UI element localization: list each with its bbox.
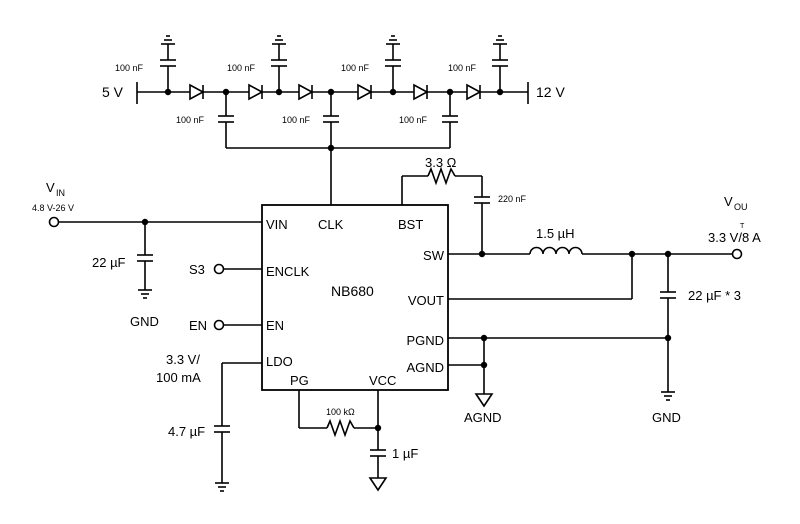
cap-bottom-2-label: 100 nF [282,115,311,125]
cap-top-1-label: 100 nF [115,63,144,73]
cap-top-3-label: 100 nF [341,63,370,73]
pin-pg: PG [290,373,309,388]
input-network: V IN 4.8 V-26 V 22 µF GND S3 EN 3.3 V/ 1… [32,180,262,492]
cap-bottom-2 [323,92,339,148]
vout-terminal [731,248,743,260]
pin-vin: VIN [266,217,288,232]
vout-spec: 3.3 V/8 A [708,230,761,245]
agnd-label: AGND [464,410,502,425]
cap-out-label: 22 µF * 3 [688,288,741,303]
ic-name: NB680 [331,283,374,299]
diode-6 [466,83,482,101]
diode-3 [298,83,314,101]
rail-12v-label: 12 V [536,84,565,100]
cap-bottom-3 [442,92,458,148]
s3-terminal [213,263,225,275]
gnd-right-label: GND [652,410,681,425]
en-terminal [213,319,225,331]
cap-top-3 [385,35,401,92]
cap-bst-label: 220 nF [498,194,527,204]
gnd-left-label: GND [130,314,159,329]
diode-5 [413,83,429,101]
cap-top-2 [271,35,287,92]
vout-label-sub: OU [734,202,748,212]
cap-vin-label: 22 µF [92,255,126,270]
ic-nb680: NB680 VIN CLK BST SW ENCLK EN VOUT PGND … [261,204,449,391]
rail-5v-label: 5 V [102,84,124,100]
pin-bst: BST [398,217,423,232]
vout-label-main: V [724,194,733,209]
res-bst-label: 3.3 Ω [425,155,457,170]
diode-4 [357,83,373,101]
charge-pump: 5 V 12 V 100 nF 100 nF 100 nF 100 nF 100… [102,35,565,205]
pin-en: EN [266,318,284,333]
ldo-note-1: 3.3 V/ [166,352,200,367]
vin-terminal [48,216,60,228]
inductor-label: 1.5 µH [536,226,575,241]
ldo-note-2: 100 mA [156,370,201,385]
cap-ldo-label: 4.7 µF [168,424,205,439]
s3-label: S3 [189,262,205,277]
cap-top-4-label: 100 nF [448,63,477,73]
agnd-symbol [474,393,494,408]
vin-range: 4.8 V-26 V [32,203,74,213]
cap-bottom-1-label: 100 nF [176,115,205,125]
cap-top-2-label: 100 nF [227,63,256,73]
pin-ldo: LDO [266,354,293,369]
cap-top-1 [160,35,176,92]
pin-agnd: AGND [406,360,444,375]
pin-clk: CLK [318,217,344,232]
pin-enclk: ENCLK [266,264,310,279]
pin-pgnd: PGND [406,333,444,348]
pin-sw: SW [423,248,445,263]
res-pg-label: 100 kΩ [326,407,355,417]
vout-label-sub2: T [740,223,745,230]
cap-bottom-1 [218,92,234,148]
pin-vout: VOUT [408,293,444,308]
cap-top-4 [492,35,508,92]
cap-bottom-3-label: 100 nF [399,115,428,125]
diode-1 [189,83,205,101]
en-input-label: EN [189,318,207,333]
pin-vcc: VCC [369,373,396,388]
vin-label-main: V [46,180,55,195]
cap-vcc-label: 1 µF [392,446,418,461]
vin-label-sub: IN [56,188,65,198]
diode-2 [248,83,264,101]
vcc-ground-symbol [368,477,388,492]
output-network: 3.3 Ω 220 nF 1.5 µH 22 µF * 3 GND AGND V… [401,155,761,425]
pg-vcc-network: 100 kΩ 1 µF [298,390,418,492]
